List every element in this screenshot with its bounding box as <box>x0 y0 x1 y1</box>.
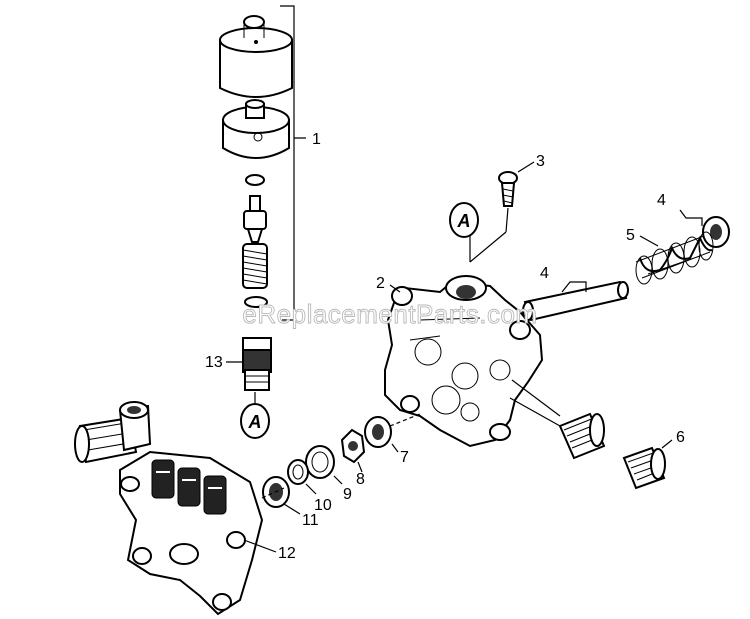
callout-2: 2 <box>376 275 385 292</box>
valve-cartridge <box>242 337 272 391</box>
callout-8: 8 <box>356 471 365 488</box>
callout-13: 13 <box>205 354 223 371</box>
pump-head <box>74 401 264 616</box>
piston-spring <box>635 231 714 285</box>
callout-12: 12 <box>278 545 296 562</box>
svg-text:A: A <box>248 412 262 432</box>
callout-1: 1 <box>312 131 321 148</box>
washer <box>702 216 730 248</box>
threaded-inlet <box>509 379 606 460</box>
retainer-8 <box>340 428 366 464</box>
reference-marker-a-upper: A <box>449 202 479 238</box>
callout-7: 7 <box>400 449 409 466</box>
seal-7 <box>364 416 392 448</box>
inlet-filter <box>622 446 666 490</box>
callout-3: 3 <box>536 153 545 170</box>
callout-6: 6 <box>676 429 685 446</box>
unloader-assembly <box>219 15 293 308</box>
washer-9 <box>305 445 335 479</box>
watermark: eReplacementParts.com <box>242 299 537 329</box>
callout-9: 9 <box>343 486 352 503</box>
svg-text:A: A <box>457 211 471 231</box>
piston-shaft <box>522 280 629 322</box>
washer-10 <box>287 459 309 485</box>
callout-11: 11 <box>302 512 319 529</box>
callout-5: 5 <box>626 227 635 244</box>
callout-4-washer: 4 <box>657 192 666 209</box>
unloader-spring <box>242 243 268 289</box>
screw <box>498 171 518 207</box>
pump-manifold <box>384 275 544 448</box>
callout-4-shaft: 4 <box>540 265 549 282</box>
reference-marker-a-lower: A <box>240 403 270 439</box>
callout-10: 10 <box>314 497 332 514</box>
